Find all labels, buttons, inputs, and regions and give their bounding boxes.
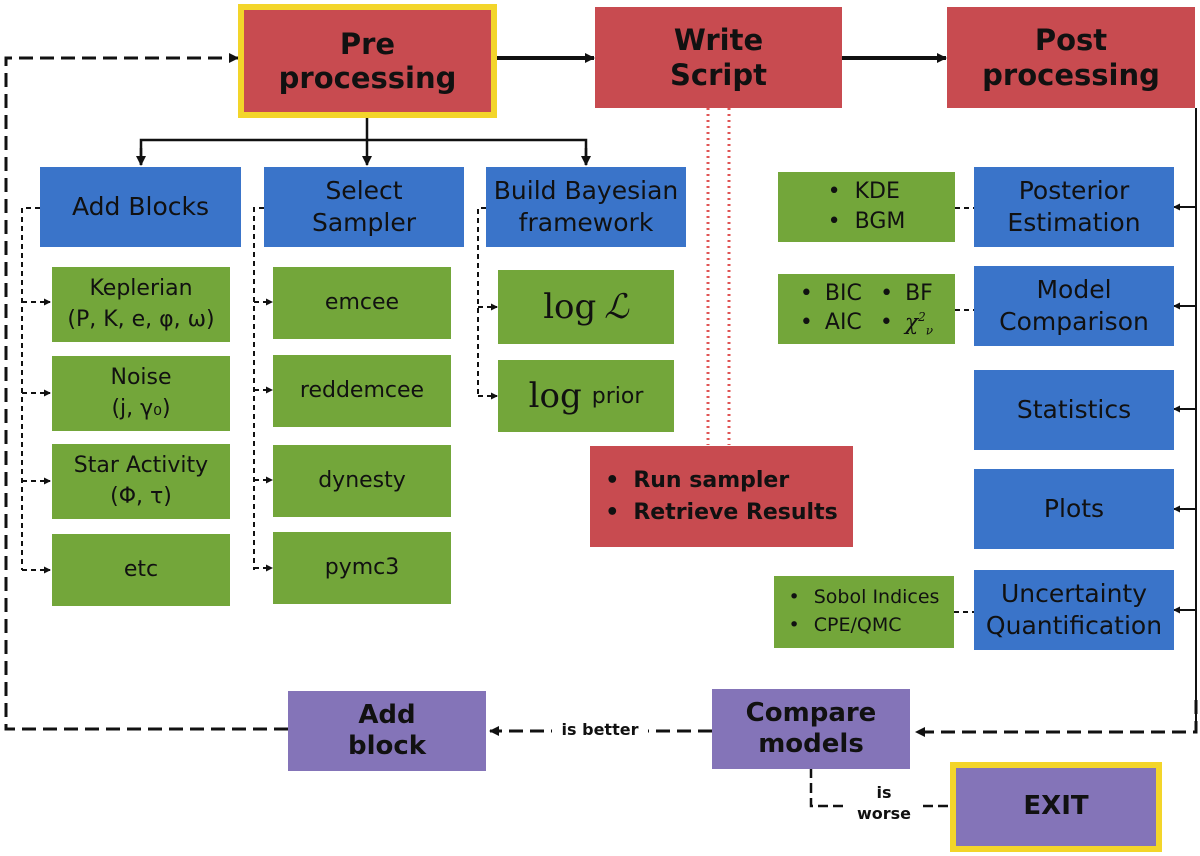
sampler-pymc3: pymc3 bbox=[273, 532, 451, 604]
block-item-etc: etc bbox=[52, 534, 230, 606]
post-processing-box: Post processing bbox=[947, 7, 1195, 108]
sampler-dynesty-label: dynesty bbox=[318, 467, 406, 493]
add-block-box: Add block bbox=[288, 691, 486, 771]
posterior-methods-box: KDE BGM bbox=[778, 172, 955, 242]
chi-sub: ν bbox=[925, 323, 934, 338]
sampler-emcee-label: emcee bbox=[324, 289, 400, 315]
write-run-link bbox=[706, 108, 731, 445]
run-step-1: Run sampler bbox=[605, 465, 837, 497]
arrow-compare-to-exit bbox=[809, 768, 950, 808]
compare-line-2: models bbox=[758, 729, 864, 759]
method-bf: BF bbox=[880, 281, 933, 306]
uncertainty-methods: Sobol Indices CPE/QMC bbox=[789, 584, 940, 639]
comparison-methods-box: BIC BF AIC χ2ν bbox=[778, 274, 955, 344]
noise-params: (j, γ₀) bbox=[111, 395, 171, 421]
run-sampler-box: Run sampler Retrieve Results bbox=[590, 446, 853, 547]
statistics-box: Statistics bbox=[974, 370, 1174, 450]
is-worse-line-2: worse bbox=[856, 803, 912, 823]
add-block-line-1: Add bbox=[358, 699, 416, 730]
statistics-label: Statistics bbox=[1016, 394, 1132, 424]
post-line-1: Post bbox=[1034, 23, 1108, 58]
compare-models-box: Compare models bbox=[712, 689, 910, 769]
posterior-line-1: Posterior bbox=[1018, 175, 1130, 205]
exit-box: EXIT bbox=[950, 762, 1162, 852]
comparison-line-1: Model bbox=[1036, 274, 1112, 304]
sampler-reddemcee: reddemcee bbox=[273, 355, 451, 427]
block-item-keplerian: Keplerian (P, K, e, φ, ω) bbox=[52, 267, 230, 342]
model-comparison-box: Model Comparison bbox=[974, 266, 1174, 346]
select-sampler-line-1: Select bbox=[325, 175, 403, 205]
select-sampler-header: Select Sampler bbox=[264, 167, 464, 247]
posterior-line-2: Estimation bbox=[1007, 208, 1141, 237]
subtree-dashes bbox=[21, 207, 498, 574]
loglike-symbol: ℒ bbox=[604, 287, 629, 327]
sampler-dynesty: dynesty bbox=[273, 445, 451, 517]
label-is-better: is better bbox=[552, 720, 648, 741]
logprior-word: prior bbox=[591, 383, 644, 409]
add-blocks-header: Add Blocks bbox=[40, 167, 241, 247]
bayesian-line-1: Build Bayesian bbox=[493, 175, 679, 205]
write-script-box: Write Script bbox=[595, 7, 842, 108]
keplerian-name: Keplerian bbox=[89, 275, 193, 301]
log-prior-box: log prior bbox=[498, 360, 674, 432]
method-dashes bbox=[954, 207, 974, 613]
method-chi-squared: χ2ν bbox=[880, 310, 933, 338]
pre-line-2: processing bbox=[278, 61, 457, 95]
add-blocks-title: Add Blocks bbox=[72, 191, 209, 221]
star-activity-name: Star Activity bbox=[73, 452, 209, 478]
method-sobol: Sobol Indices bbox=[789, 584, 940, 612]
pre-tree bbox=[136, 118, 591, 166]
chi-base: χ bbox=[904, 309, 919, 335]
loop-back-line bbox=[4, 53, 288, 731]
exit-label: EXIT bbox=[1023, 791, 1089, 822]
is-worse-line-1: is bbox=[876, 783, 892, 802]
method-cpe-qmc: CPE/QMC bbox=[789, 612, 940, 640]
bayesian-line-2: framework bbox=[518, 208, 654, 237]
write-line-1: Write bbox=[673, 23, 764, 58]
write-line-2: Script bbox=[670, 57, 767, 92]
uncertainty-line-2: Quantification bbox=[985, 611, 1163, 640]
plots-box: Plots bbox=[974, 469, 1174, 549]
sampler-pymc3-label: pymc3 bbox=[324, 554, 400, 580]
etc-label: etc bbox=[123, 556, 159, 582]
label-is-worse: is worse bbox=[848, 783, 920, 825]
chi-sup: 2 bbox=[918, 309, 926, 324]
uncertainty-methods-box: Sobol Indices CPE/QMC bbox=[774, 576, 954, 648]
keplerian-params: (P, K, e, φ, ω) bbox=[67, 306, 215, 332]
add-block-line-2: block bbox=[347, 731, 427, 761]
post-line-2: processing bbox=[982, 57, 1160, 92]
run-steps: Run sampler Retrieve Results bbox=[605, 465, 837, 529]
select-sampler-line-2: Sampler bbox=[311, 208, 417, 237]
block-item-star-activity: Star Activity (Φ, τ) bbox=[52, 444, 230, 519]
star-activity-params: (Φ, τ) bbox=[110, 483, 172, 509]
loglike-log: log bbox=[543, 287, 597, 327]
log-likelihood-box: log ℒ bbox=[498, 270, 674, 344]
arrow-post-to-compare bbox=[915, 700, 1198, 737]
method-bgm: BGM bbox=[828, 207, 906, 237]
pre-processing-box: Pre processing bbox=[238, 4, 497, 118]
comparison-methods: BIC BF AIC χ2ν bbox=[800, 281, 933, 338]
uncertainty-line-1: Uncertainty bbox=[1000, 578, 1148, 608]
block-item-noise: Noise (j, γ₀) bbox=[52, 356, 230, 431]
sampler-reddemcee-label: reddemcee bbox=[299, 377, 425, 403]
plots-label: Plots bbox=[1043, 493, 1105, 523]
run-step-2: Retrieve Results bbox=[605, 497, 837, 529]
comparison-line-2: Comparison bbox=[999, 307, 1149, 336]
pre-line-1: Pre bbox=[339, 26, 396, 61]
posterior-methods: KDE BGM bbox=[828, 177, 906, 236]
noise-name: Noise bbox=[110, 364, 172, 390]
bayesian-header: Build Bayesian framework bbox=[486, 167, 686, 247]
post-tree bbox=[1173, 108, 1197, 732]
compare-line-1: Compare bbox=[745, 697, 877, 728]
method-bic: BIC bbox=[800, 281, 862, 306]
uncertainty-box: Uncertainty Quantification bbox=[974, 570, 1174, 650]
method-kde: KDE bbox=[828, 177, 906, 207]
sampler-emcee: emcee bbox=[273, 267, 451, 339]
posterior-estimation-box: Posterior Estimation bbox=[974, 167, 1174, 247]
method-aic: AIC bbox=[800, 310, 862, 338]
logprior-log: log bbox=[528, 376, 582, 416]
